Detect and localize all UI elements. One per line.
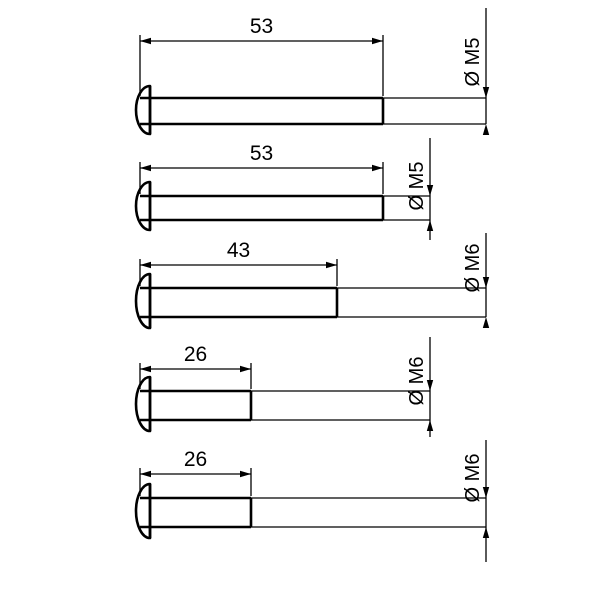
dim-arrow-thread-bottom (426, 420, 434, 431)
dim-arrow-thread-top (482, 277, 490, 288)
thread-label: Ø M5 (462, 38, 484, 87)
screw-row-3: 43 Ø M6 (134, 233, 490, 330)
screw-head-dome (134, 180, 152, 232)
screw-group: 53 Ø M5 53 Ø M5 43 Ø M6 26 Ø M6 26 Ø M6 (134, 8, 490, 562)
thread-label: Ø M5 (406, 162, 428, 211)
dim-arrow-right (326, 261, 337, 269)
dim-arrow-thread-bottom (482, 527, 490, 538)
thread-label: Ø M6 (462, 454, 484, 503)
screw-row-5: 26 Ø M6 (134, 440, 490, 562)
dim-arrow-left (140, 470, 151, 478)
dim-arrow-thread-top (482, 487, 490, 498)
screw-head-dome (134, 84, 152, 136)
dim-arrow-thread-top (426, 185, 434, 196)
dim-arrow-left (140, 164, 151, 172)
screw-head-dome (134, 375, 152, 433)
dim-label-length: 26 (184, 343, 207, 366)
dim-arrow-left (140, 261, 151, 269)
screw-row-2: 53 Ø M5 (134, 138, 434, 240)
screw-row-1: 53 Ø M5 (134, 8, 490, 136)
dim-arrow-thread-bottom (482, 317, 490, 328)
screw-head-dome (134, 482, 152, 540)
dim-label-length: 53 (250, 15, 273, 38)
dim-label-length: 43 (227, 239, 250, 262)
dim-arrow-right (372, 164, 383, 172)
screw-row-4: 26 Ø M6 (134, 337, 434, 437)
thread-label: Ø M6 (462, 244, 484, 293)
dim-arrow-thread-top (482, 87, 490, 98)
screw-head-dome (134, 272, 152, 330)
dim-label-length: 53 (250, 142, 273, 165)
dim-arrow-thread-bottom (482, 124, 490, 135)
dim-arrow-right (240, 470, 251, 478)
dim-arrow-left (140, 365, 151, 373)
thread-label: Ø M6 (406, 357, 428, 406)
dim-arrow-left (140, 37, 151, 45)
dim-label-length: 26 (184, 448, 207, 471)
dim-arrow-thread-bottom (426, 220, 434, 231)
dim-arrow-thread-top (426, 380, 434, 391)
dim-arrow-right (372, 37, 383, 45)
dim-arrow-right (240, 365, 251, 373)
